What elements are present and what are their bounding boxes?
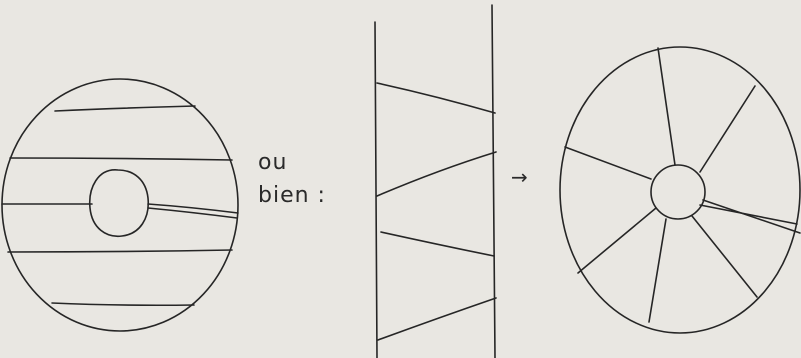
strip-cut-line xyxy=(377,83,495,113)
right-disc-radial-cut xyxy=(658,48,675,165)
disc-horizontal-cuts xyxy=(2,79,238,331)
label-ou: ou xyxy=(258,150,287,175)
right-disc-outline xyxy=(560,47,800,333)
disc-radial-cuts xyxy=(560,47,800,333)
left-disc-cut-line xyxy=(52,303,194,305)
right-disc-radial-cut xyxy=(700,86,755,172)
label-bien: bien : xyxy=(258,183,326,208)
left-disc-cut-line xyxy=(10,158,232,160)
left-disc-outline xyxy=(2,79,238,331)
strip-cut-line xyxy=(377,152,496,196)
right-disc-center-hole xyxy=(651,165,705,219)
right-disc-radial-cut xyxy=(578,208,656,273)
right-disc-radial-cut xyxy=(565,147,651,179)
left-disc-cut-line xyxy=(8,250,232,252)
arrow-glyph: → xyxy=(511,165,528,189)
left-disc-cut-line xyxy=(148,204,238,213)
left-disc-center-hole xyxy=(90,170,149,236)
right-disc-radial-cut xyxy=(692,216,757,297)
left-disc-cut-line xyxy=(148,208,237,218)
left-disc-cut-line xyxy=(55,106,195,111)
strip-left-edge xyxy=(375,22,377,358)
strip-zigzag xyxy=(375,5,496,358)
right-disc-radial-cut xyxy=(649,219,666,322)
right-disc-radial-cut xyxy=(700,205,797,224)
strip-right-edge xyxy=(492,5,495,358)
strip-cut-line xyxy=(381,232,494,256)
right-disc-radial-cut xyxy=(703,200,800,233)
strip-cut-line xyxy=(378,298,496,340)
